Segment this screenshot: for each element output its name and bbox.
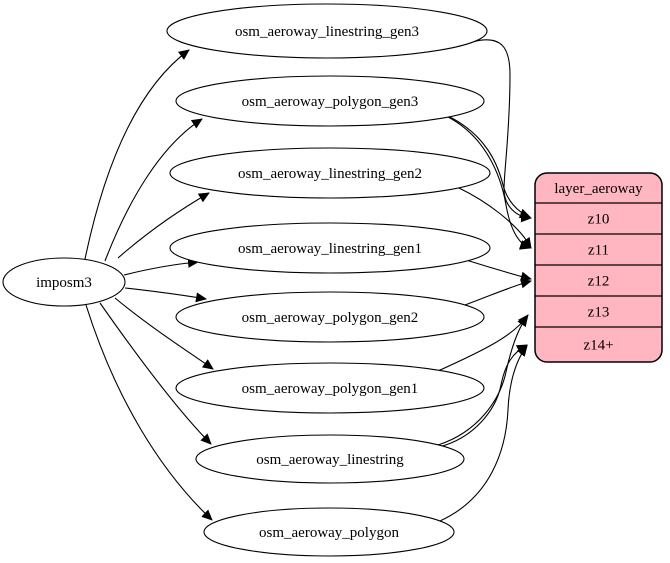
edge-osm_aeroway_linestring_gen1-to-z12 (465, 259, 532, 282)
edge-osm_aeroway_linestring_gen2-to-z11 (458, 187, 532, 249)
table-node-osm_aeroway_linestring_gen3-label: osm_aeroway_linestring_gen3 (235, 24, 419, 40)
table-node-osm_aeroway_linestring_gen1-shape (169, 222, 491, 274)
table-node-osm_aeroway_linestring_gen2-label: osm_aeroway_linestring_gen2 (238, 166, 422, 182)
table-node-osm_aeroway_polygon_gen2-shape (175, 291, 485, 343)
table-node-osm_aeroway_linestring: osm_aeroway_linestring (195, 434, 465, 484)
table-node-osm_aeroway_linestring_gen3: osm_aeroway_linestring_gen3 (166, 3, 488, 59)
edge-imposm3-to-osm_aeroway_polygon_gen2 (124, 287, 207, 303)
source-node-imposm3: imposm3 (2, 257, 126, 307)
table-node-osm_aeroway_polygon_gen3-label: osm_aeroway_polygon_gen3 (242, 94, 419, 110)
record-title: layer_aeroway (554, 181, 643, 197)
table-node-osm_aeroway_polygon-label: osm_aeroway_polygon (259, 525, 399, 541)
table-node-osm_aeroway_linestring-shape (195, 434, 465, 484)
record-row-z10-label: z10 (588, 212, 610, 228)
table-node-osm_aeroway_polygon_gen3-shape (175, 75, 485, 127)
source-node-imposm3-label: imposm3 (36, 275, 92, 291)
source-node-imposm3-shape (2, 257, 126, 307)
table-node-osm_aeroway_polygon_gen2-label: osm_aeroway_polygon_gen2 (242, 310, 419, 326)
record-row-z12-label: z12 (588, 274, 610, 290)
table-node-osm_aeroway_linestring_gen1: osm_aeroway_linestring_gen1 (169, 222, 491, 274)
edge-osm_aeroway_linestring_gen3-to-z10 (471, 39, 532, 223)
table-node-osm_aeroway_polygon_gen1: osm_aeroway_polygon_gen1 (175, 362, 485, 414)
layer-record-box (534, 172, 663, 363)
table-node-osm_aeroway_linestring_gen3-shape (166, 3, 488, 59)
edge-imposm3-to-osm_aeroway_polygon (85, 304, 213, 521)
table-node-osm_aeroway_polygon_gen3: osm_aeroway_polygon_gen3 (175, 75, 485, 127)
table-node-osm_aeroway_polygon_gen1-label: osm_aeroway_polygon_gen1 (242, 381, 419, 397)
table-node-osm_aeroway_linestring-label: osm_aeroway_linestring (256, 452, 404, 468)
edge-imposm3-to-osm_aeroway_linestring_gen1 (123, 257, 199, 276)
edge-osm_aeroway_polygon-to-z14+ (439, 345, 528, 522)
edge-imposm3-to-osm_aeroway_linestring (99, 302, 212, 445)
table-node-osm_aeroway_polygon_gen2: osm_aeroway_polygon_gen2 (175, 291, 485, 343)
edge-osm_aeroway_polygon_gen3-to-z10 (447, 115, 531, 219)
edge-osm_aeroway_linestring-to-z14+ (438, 344, 528, 448)
table-node-osm_aeroway_linestring_gen1-label: osm_aeroway_linestring_gen1 (238, 241, 422, 257)
table-node-osm_aeroway_linestring_gen2: osm_aeroway_linestring_gen2 (169, 147, 491, 199)
table-node-osm_aeroway_polygon_gen1-shape (175, 362, 485, 414)
edge-osm_aeroway_polygon_gen3-to-z11 (447, 116, 531, 250)
table-node-osm_aeroway_polygon: osm_aeroway_polygon (203, 507, 455, 557)
edge-imposm3-to-osm_aeroway_linestring_gen2 (117, 192, 210, 259)
edge-imposm3-to-osm_aeroway_linestring_gen3 (84, 49, 190, 260)
record-row-z14+-label: z14+ (583, 338, 613, 354)
layer-record-node: layer_aeroway z10 z11 z12 z13 z14+ (534, 172, 663, 363)
edge-osm_aeroway_linestring-to-z13 (437, 314, 529, 446)
edge-imposm3-to-osm_aeroway_polygon_gen1 (114, 297, 214, 370)
edge-imposm3-to-osm_aeroway_polygon_gen3 (104, 118, 203, 262)
table-node-osm_aeroway_linestring_gen2-shape (169, 147, 491, 199)
record-row-z11-label: z11 (588, 243, 609, 259)
record-row-z13-label: z13 (588, 305, 610, 321)
table-node-osm_aeroway_polygon-shape (203, 507, 455, 557)
edge-osm_aeroway_polygon_gen2-to-z12 (464, 278, 532, 306)
